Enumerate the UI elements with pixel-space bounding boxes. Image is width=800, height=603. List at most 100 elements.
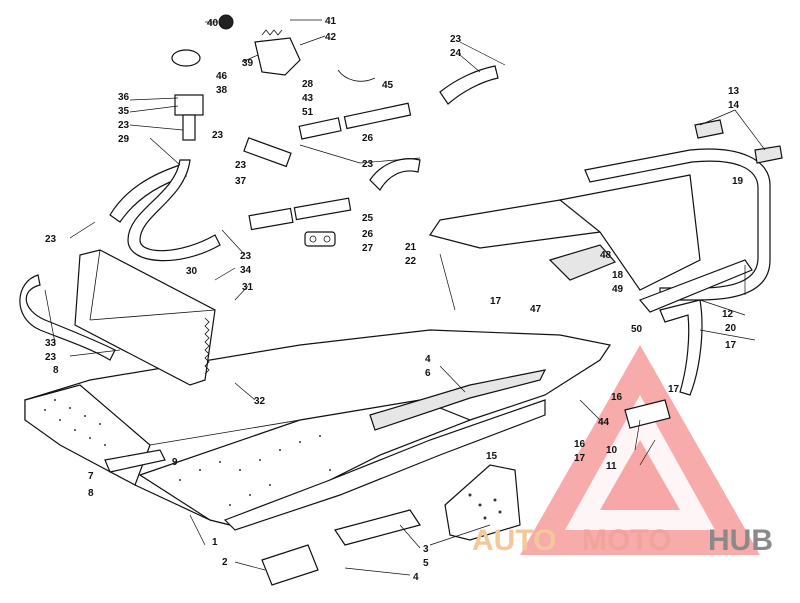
hose-25 (369, 158, 421, 191)
tube-upper-1 (298, 117, 342, 140)
tube-37 (243, 137, 292, 168)
heat-exchanger (74, 249, 216, 386)
callout-48: 48 (600, 250, 612, 261)
callout-19: 19 (732, 176, 744, 187)
callout-47: 47 (530, 304, 542, 315)
callout-20: 20 (725, 323, 737, 334)
callout-44: 44 (598, 417, 610, 428)
skid-bracket-3 (444, 464, 521, 541)
callout-41: 41 (325, 16, 337, 27)
callout-45: 45 (382, 80, 394, 91)
callout-51: 51 (302, 107, 314, 118)
callout-labels: 1 2 3 4 5 4 6 7 8 8 9 10 11 12 13 14 15 … (45, 16, 744, 583)
callout-23-bottom: 23 (45, 352, 57, 363)
callout-17-center: 17 (490, 296, 502, 307)
callout-23-left: 23 (118, 120, 130, 131)
watermark-brand-hub: HUB (708, 524, 773, 557)
coupler-27 (304, 231, 336, 247)
callout-23-center: 23 (362, 159, 374, 170)
leader-lines (44, 19, 766, 576)
callout-14: 14 (728, 100, 740, 111)
callout-15: 15 (486, 451, 498, 462)
callout-17-right: 17 (668, 384, 680, 395)
decal-13 (694, 119, 724, 139)
filler-assembly (171, 14, 376, 141)
mounting-plate (261, 544, 319, 586)
coolant-hoses (19, 65, 499, 361)
callout-16-lower: 16 (574, 439, 586, 450)
callout-9: 9 (172, 457, 178, 468)
hose-29 (109, 164, 187, 223)
callout-46: 46 (216, 71, 228, 82)
tube-26b (293, 197, 352, 221)
filler-neck-stem (182, 114, 196, 141)
callout-22: 22 (405, 256, 417, 267)
watermark-brand-moto: MOTO (582, 524, 671, 557)
callout-42: 42 (325, 32, 337, 43)
callout-8-upper: 8 (53, 365, 59, 376)
callout-23-mid: 23 (235, 160, 247, 171)
filler-neck-body (174, 94, 204, 116)
callout-30: 30 (186, 266, 198, 277)
hose-24 (439, 65, 499, 105)
callout-7: 7 (88, 471, 94, 482)
decal-14 (754, 145, 783, 164)
callout-10: 10 (606, 445, 618, 456)
callout-12: 12 (722, 309, 734, 320)
callout-40: 40 (207, 18, 219, 29)
hose-34 (127, 159, 221, 262)
tube-26-upper (343, 102, 412, 130)
belly-pan-ridge (369, 369, 547, 431)
callout-13: 13 (728, 86, 740, 97)
frame-side-plate (558, 174, 701, 291)
callout-37: 37 (235, 176, 247, 187)
callout-5: 5 (423, 558, 429, 569)
heat-exchanger-fin-edge (204, 317, 210, 375)
callout-34: 34 (240, 265, 252, 276)
callout-25: 25 (362, 213, 374, 224)
spring-41 (261, 29, 283, 36)
radiator-cap (171, 49, 201, 67)
callout-23-lowmid: 23 (240, 251, 252, 262)
rear-rail-12 (639, 259, 753, 313)
callout-1: 1 (212, 537, 218, 548)
callout-50: 50 (631, 324, 643, 335)
belly-pan-fold-line (79, 384, 151, 446)
callout-26-lower: 26 (362, 229, 374, 240)
belly-pan-assembly (24, 329, 611, 586)
callout-28: 28 (302, 79, 314, 90)
callout-18: 18 (612, 270, 624, 281)
callout-6: 6 (425, 368, 431, 379)
floor-pad (334, 509, 421, 546)
callout-24: 24 (450, 48, 462, 59)
callout-8-lower: 8 (88, 488, 94, 499)
left-bracket (104, 449, 166, 473)
callout-38: 38 (216, 85, 228, 96)
reservoir-cap-40 (218, 14, 234, 30)
callout-49: 49 (612, 284, 624, 295)
callout-4-lower: 4 (413, 572, 419, 583)
watermark-logo (520, 345, 760, 555)
callout-2: 2 (222, 557, 228, 568)
rear-frame-assembly (429, 119, 783, 429)
callout-23-side: 23 (45, 234, 57, 245)
callout-11: 11 (606, 461, 617, 472)
skid-bracket-body (444, 464, 521, 541)
callout-35: 35 (118, 106, 130, 117)
belly-pan-crease (149, 399, 421, 446)
callout-23-extra: 23 (212, 130, 224, 141)
callout-27: 27 (362, 243, 374, 254)
callout-31: 31 (242, 282, 254, 293)
watermark-triangle-core (600, 440, 680, 510)
callout-43: 43 (302, 93, 314, 104)
rear-hanger-20 (659, 299, 703, 396)
callout-4-center: 4 (425, 354, 431, 365)
cross-member-48 (548, 244, 617, 281)
callout-16-right: 16 (611, 392, 623, 403)
callout-39: 39 (242, 58, 254, 69)
callout-3: 3 (423, 544, 429, 555)
callout-21: 21 (405, 242, 417, 253)
watermark-wordmark: AUTO MOTO HUB (472, 524, 773, 557)
callout-33: 33 (45, 338, 57, 349)
callout-17-frame: 17 (725, 340, 737, 351)
